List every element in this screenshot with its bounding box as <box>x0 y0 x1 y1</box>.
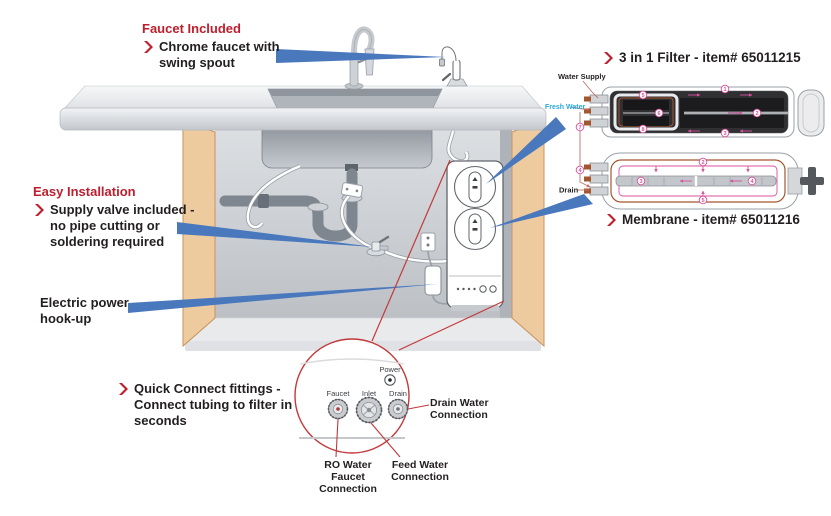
filter-ports <box>584 94 609 128</box>
fitting-faucet <box>327 398 349 420</box>
countertop <box>59 85 547 131</box>
svg-text:3: 3 <box>723 131 726 137</box>
callout-wedges <box>128 49 593 313</box>
callout-faucet-body: Chrome faucet with swing spout <box>159 38 280 70</box>
ro-faucet-handle <box>441 72 452 82</box>
faucet-sprayer-head <box>364 48 375 76</box>
svg-text:2: 2 <box>701 160 704 166</box>
product-filter-text: 3 in 1 Filter - item# 65011215 <box>619 50 801 65</box>
product-membrane-text: Membrane - item# 65011216 <box>622 212 800 227</box>
filter-flow-arrows <box>687 93 753 133</box>
power-port <box>384 374 396 386</box>
svg-text:7: 7 <box>578 125 581 131</box>
filter-end-cap <box>797 89 825 137</box>
red-arrow-bullet-icon <box>607 214 616 226</box>
fitting-inlet <box>355 396 383 424</box>
callout-quick-connect: Quick Connect fittings - Connect tubing … <box>117 381 300 429</box>
callout-install-body: Supply valve included - no pipe cutting … <box>50 201 195 249</box>
svg-text:2: 2 <box>755 111 758 117</box>
product-label-membrane: Membrane - item# 65011216 <box>605 212 800 228</box>
svg-text:5: 5 <box>701 198 704 204</box>
svg-text:8: 8 <box>641 127 644 133</box>
flow-markers: 5 6 8 1 2 3 7 4 2 3 4 5 <box>575 84 762 205</box>
wedge-filter <box>486 117 566 184</box>
callout-easy-installation: Easy Installation Supply valve included … <box>33 184 204 249</box>
membrane-ports <box>584 162 609 196</box>
callout-power-body: Electric power hook-up <box>40 295 129 326</box>
detail-label-leaders <box>335 404 430 458</box>
tubing <box>245 130 470 264</box>
svg-text:5: 5 <box>641 93 644 99</box>
countertop-fascia <box>59 107 547 131</box>
membrane-cutaway <box>584 152 824 210</box>
cabinet-floor <box>187 317 541 343</box>
pipe-coupling <box>258 194 269 208</box>
label-inlet-port: Inlet <box>362 389 377 398</box>
callout-install-heading: Easy Installation <box>33 184 136 199</box>
red-arrow-bullet-icon <box>144 40 153 53</box>
label-drain: Drain <box>559 186 579 195</box>
wedge-power <box>128 284 438 313</box>
callout-electric-power: Electric power hook-up <box>40 295 150 327</box>
ro-filter-unit <box>446 160 504 311</box>
diagram-leaders <box>570 80 599 191</box>
wedge-faucet <box>276 49 446 63</box>
svg-text:3: 3 <box>639 179 642 185</box>
label-water-supply: Water Supply <box>558 72 606 81</box>
drain-saddle-clamp <box>341 182 363 198</box>
fitting-drain <box>387 398 409 420</box>
unit-indicator-lights <box>456 285 497 293</box>
supply-valve <box>366 235 390 257</box>
filter-cutaway <box>584 86 825 138</box>
label-ro-water-faucet-connection: RO Water Faucet Connection <box>319 459 377 496</box>
product-label-filter: 3 in 1 Filter - item# 65011215 <box>602 50 801 66</box>
svg-text:4: 4 <box>750 179 754 185</box>
wedge-install <box>177 222 374 247</box>
svg-text:1: 1 <box>723 87 726 93</box>
red-arrow-bullet-icon <box>604 52 613 64</box>
label-drain-port: Drain <box>389 389 407 398</box>
magnifier-detail: Power Faucet Inlet Drain <box>294 338 430 458</box>
label-power: Power <box>379 365 401 374</box>
sink-drain-fitting <box>345 164 358 171</box>
red-arrow-bullet-icon <box>35 203 44 216</box>
ro-faucet-spout-tip <box>439 58 445 67</box>
label-feed-water-connection: Feed Water Connection <box>391 459 449 484</box>
callout-faucet-included: Faucet Included Chrome faucet with swing… <box>142 21 289 71</box>
membrane-flow-arrows <box>654 166 750 197</box>
label-drain-water-connection: Drain Water Connection <box>430 397 489 422</box>
pipe-flange-left <box>307 202 329 212</box>
power-outlet <box>420 232 436 252</box>
red-arrow-bullet-icon <box>119 383 128 395</box>
callout-quick-body: Quick Connect fittings - Connect tubing … <box>134 381 293 428</box>
svg-text:4: 4 <box>578 168 582 174</box>
magnifier-leaders <box>371 159 505 351</box>
label-fresh-water: Fresh Water <box>545 104 585 111</box>
unit-base <box>451 305 499 311</box>
ro-faucet <box>439 44 468 87</box>
svg-text:6: 6 <box>657 111 660 117</box>
label-faucet-port: Faucet <box>327 389 351 398</box>
callout-faucet-heading: Faucet Included <box>142 21 241 36</box>
wedge-membrane <box>490 194 593 228</box>
